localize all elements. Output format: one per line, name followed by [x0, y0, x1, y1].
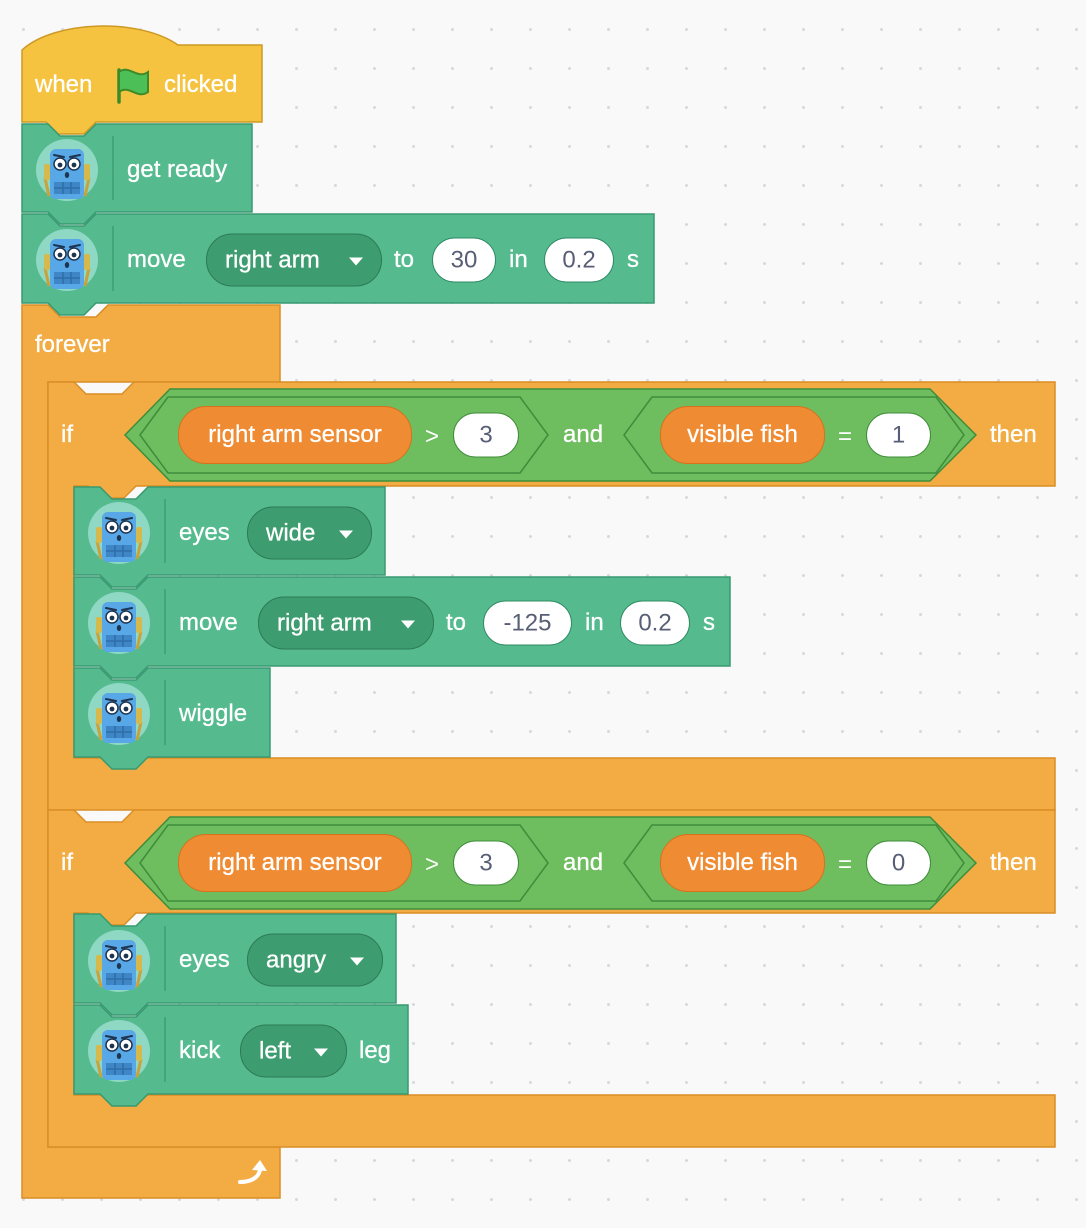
- angle-input[interactable]: -125: [483, 600, 572, 646]
- move-label: move: [179, 609, 238, 636]
- in-label: in: [585, 609, 604, 636]
- part-dropdown-value: right arm: [277, 609, 372, 636]
- robot-icon: [87, 1019, 151, 1083]
- greater-than-symbol: >: [424, 423, 440, 450]
- part-dropdown[interactable]: right arm: [258, 596, 434, 650]
- move-label: move: [127, 246, 186, 273]
- fish-value-input[interactable]: 0: [866, 840, 931, 886]
- threshold-input[interactable]: 3: [453, 840, 519, 886]
- greater-than-symbol: >: [424, 851, 440, 878]
- visible-fish-reporter[interactable]: visible fish: [660, 406, 825, 464]
- and-label: and: [563, 849, 604, 876]
- equals-symbol: =: [837, 851, 853, 878]
- to-label: to: [446, 609, 467, 636]
- forever-label: forever: [35, 331, 110, 358]
- part-dropdown-value: right arm: [225, 246, 320, 273]
- eyes-label: eyes: [179, 519, 230, 546]
- eyes-dropdown[interactable]: angry: [247, 933, 383, 987]
- part-dropdown[interactable]: right arm: [206, 233, 382, 287]
- separators: [112, 136, 166, 1082]
- chevron-down-icon: [401, 620, 415, 628]
- eyes-dropdown[interactable]: wide: [247, 506, 372, 560]
- chevron-down-icon: [339, 530, 353, 538]
- when-label: when: [35, 71, 93, 98]
- robot-icon: [35, 228, 99, 292]
- loop-arrow-icon: [238, 1160, 267, 1184]
- green-flag-icon: [117, 68, 149, 104]
- seconds-label: s: [627, 246, 639, 273]
- robot-icon: [87, 682, 151, 746]
- then-label: then: [990, 421, 1037, 448]
- robot-icon: [87, 591, 151, 655]
- eyes-dropdown-value: wide: [266, 519, 316, 546]
- to-label: to: [394, 246, 415, 273]
- right-arm-sensor-reporter[interactable]: right arm sensor: [178, 406, 412, 464]
- robot-icon: [87, 501, 151, 565]
- then-label: then: [990, 849, 1037, 876]
- if-label: if: [61, 849, 73, 876]
- kick-label: kick: [179, 1037, 221, 1064]
- get-ready-label: get ready: [127, 156, 228, 183]
- robot-icon: [87, 929, 151, 993]
- equals-symbol: =: [837, 423, 853, 450]
- eyes-dropdown-value: angry: [266, 946, 327, 973]
- leg-label: leg: [359, 1037, 392, 1064]
- side-dropdown-value: left: [259, 1037, 292, 1064]
- clicked-label: clicked: [164, 71, 238, 98]
- threshold-input[interactable]: 3: [453, 412, 519, 458]
- seconds-label: s: [703, 609, 715, 636]
- time-input[interactable]: 0.2: [620, 600, 690, 646]
- right-arm-sensor-reporter[interactable]: right arm sensor: [178, 834, 412, 892]
- side-dropdown[interactable]: left: [240, 1024, 347, 1078]
- if-label: if: [61, 421, 73, 448]
- fish-value-input[interactable]: 1: [866, 412, 931, 458]
- eyes-label: eyes: [179, 946, 230, 973]
- wiggle-label: wiggle: [179, 700, 248, 727]
- visible-fish-reporter[interactable]: visible fish: [660, 834, 825, 892]
- and-label: and: [563, 421, 604, 448]
- angle-input[interactable]: 30: [432, 237, 496, 283]
- chevron-down-icon: [350, 957, 364, 965]
- chevron-down-icon: [349, 257, 363, 265]
- in-label: in: [509, 246, 528, 273]
- robot-icon: [35, 138, 99, 202]
- time-input[interactable]: 0.2: [544, 237, 614, 283]
- chevron-down-icon: [314, 1048, 328, 1056]
